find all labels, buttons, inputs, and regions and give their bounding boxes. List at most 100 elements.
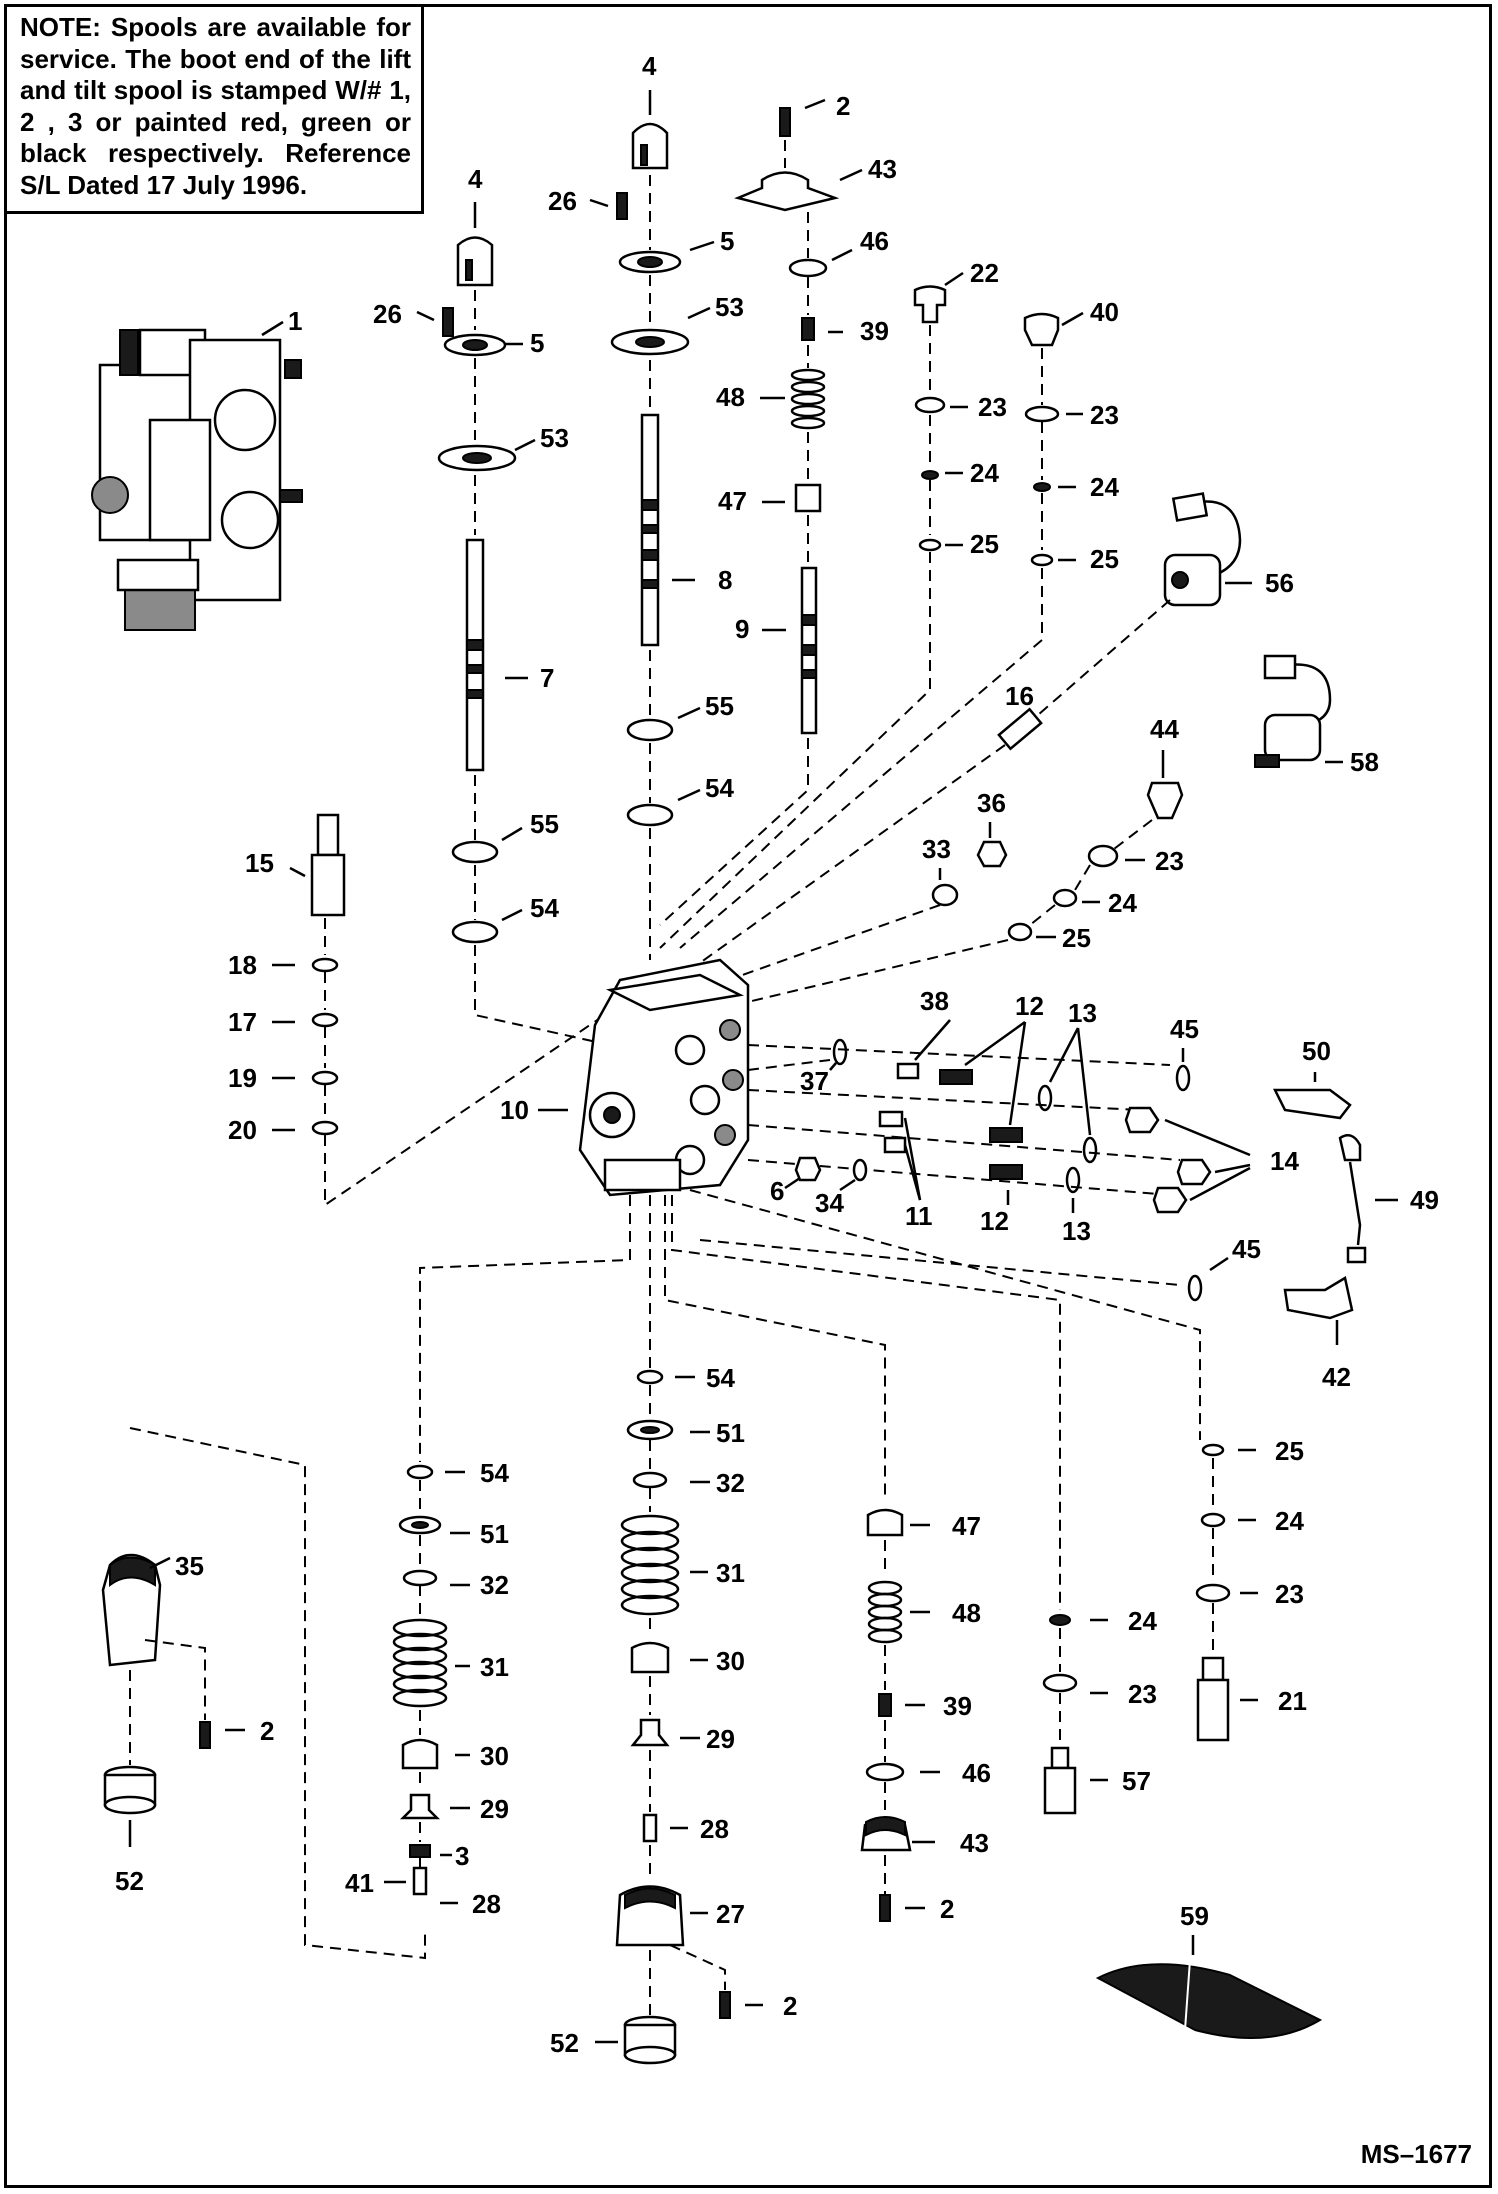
callout-18: 18 xyxy=(228,950,257,980)
callout-25c: 25 xyxy=(1062,923,1091,953)
callout-45b: 45 xyxy=(1232,1234,1261,1264)
callout-27: 27 xyxy=(716,1899,745,1929)
callout-13a: 13 xyxy=(1068,998,1097,1028)
callout-54c: 54 xyxy=(480,1458,509,1488)
callout-31a: 31 xyxy=(480,1652,509,1682)
callout-3: 3 xyxy=(455,1841,469,1871)
callout-44: 44 xyxy=(1150,714,1179,744)
callout-14: 14 xyxy=(1270,1146,1299,1176)
spring-31a xyxy=(392,1618,448,1708)
callout-29a: 29 xyxy=(480,1794,509,1824)
valve-body-10 xyxy=(578,958,750,1197)
callout-23e: 23 xyxy=(1275,1579,1304,1609)
callout-45a: 45 xyxy=(1170,1014,1199,1044)
callout-12b: 12 xyxy=(980,1206,1009,1236)
service-note: NOTE: Spools are available for service. … xyxy=(4,4,424,214)
spring-31b xyxy=(620,1514,680,1616)
callout-10: 10 xyxy=(500,1095,529,1125)
callout-8: 8 xyxy=(718,565,732,595)
callout-20: 20 xyxy=(228,1115,257,1145)
callout-37: 37 xyxy=(800,1066,829,1096)
callout-24c: 24 xyxy=(1108,888,1137,918)
callout-46b: 46 xyxy=(962,1758,991,1788)
callout-39b: 39 xyxy=(943,1691,972,1721)
decal-59 xyxy=(1095,1963,1323,2039)
callout-38: 38 xyxy=(920,986,949,1016)
document-code: MS–1677 xyxy=(1360,2139,1472,2169)
callout-31b: 31 xyxy=(716,1558,745,1588)
callout-13b: 13 xyxy=(1062,1216,1091,1246)
callout-24b: 24 xyxy=(1090,472,1119,502)
callout-54d: 54 xyxy=(706,1363,735,1393)
callout-24a: 24 xyxy=(970,458,999,488)
callout-19: 19 xyxy=(228,1063,257,1093)
spring-48a xyxy=(790,368,826,430)
callout-52a: 52 xyxy=(115,1866,144,1896)
callout-28a: 28 xyxy=(472,1889,501,1919)
callout-35: 35 xyxy=(175,1551,204,1581)
solenoid-58 xyxy=(1254,654,1332,768)
note-text: Spools are available for service. The bo… xyxy=(20,12,412,200)
callout-26a: 26 xyxy=(373,299,402,329)
callout-54b: 54 xyxy=(705,773,734,803)
callout-32a: 32 xyxy=(480,1570,509,1600)
callout-55b: 55 xyxy=(705,691,734,721)
callout-22: 22 xyxy=(970,258,999,288)
spool-cap xyxy=(456,236,494,287)
callout-30a: 30 xyxy=(480,1741,509,1771)
callout-21: 21 xyxy=(1278,1686,1307,1716)
callout-12a: 12 xyxy=(1015,991,1044,1021)
callout-41: 41 xyxy=(345,1868,374,1898)
callout-39a: 39 xyxy=(860,316,889,346)
callout-17: 17 xyxy=(228,1007,257,1037)
callout-48a: 48 xyxy=(716,382,745,412)
callout-26b: 26 xyxy=(548,186,577,216)
callout-15: 15 xyxy=(245,848,274,878)
diagram-frame xyxy=(4,4,1492,2188)
callout-43a: 43 xyxy=(868,154,897,184)
callout-30b: 30 xyxy=(716,1646,745,1676)
callout-54a: 54 xyxy=(530,893,559,923)
callout-7: 7 xyxy=(540,663,554,693)
callout-53b: 53 xyxy=(715,292,744,322)
callout-33: 33 xyxy=(922,834,951,864)
callout-34: 34 xyxy=(815,1188,844,1218)
callout-51a: 51 xyxy=(480,1519,509,1549)
callout-50: 50 xyxy=(1302,1036,1331,1066)
callout-5b: 5 xyxy=(720,226,734,256)
callout-25b: 25 xyxy=(1090,544,1119,574)
callout-4b: 4 xyxy=(642,51,657,81)
callout-25d: 25 xyxy=(1275,1436,1304,1466)
callout-57: 57 xyxy=(1122,1766,1151,1796)
callout-51b: 51 xyxy=(716,1418,745,1448)
callout-42: 42 xyxy=(1322,1362,1351,1392)
callout-23b: 23 xyxy=(1090,400,1119,430)
spring-48b xyxy=(867,1580,903,1644)
callout-23c: 23 xyxy=(1155,846,1184,876)
callout-49: 49 xyxy=(1410,1185,1439,1215)
callout-16: 16 xyxy=(1005,681,1034,711)
callout-58: 58 xyxy=(1350,747,1379,777)
callout-32b: 32 xyxy=(716,1468,745,1498)
callout-55a: 55 xyxy=(530,809,559,839)
callout-2b: 2 xyxy=(260,1716,274,1746)
callout-29b: 29 xyxy=(706,1724,735,1754)
callout-43b: 43 xyxy=(960,1828,989,1858)
callout-59: 59 xyxy=(1180,1901,1209,1931)
spool-7 xyxy=(465,538,485,772)
callout-23a: 23 xyxy=(978,392,1007,422)
callout-24e: 24 xyxy=(1275,1506,1304,1536)
callout-48b: 48 xyxy=(952,1598,981,1628)
valve-assembly-illustration xyxy=(91,328,303,631)
callout-2c: 2 xyxy=(783,1991,797,2021)
callout-53a: 53 xyxy=(540,423,569,453)
callout-56: 56 xyxy=(1265,568,1294,598)
callout-4a: 4 xyxy=(468,164,483,194)
callout-6: 6 xyxy=(770,1176,784,1206)
solenoid-56 xyxy=(1163,492,1242,607)
callout-5a: 5 xyxy=(530,328,544,358)
callout-28b: 28 xyxy=(700,1814,729,1844)
callout-36: 36 xyxy=(977,788,1006,818)
callout-52b: 52 xyxy=(550,2028,579,2058)
